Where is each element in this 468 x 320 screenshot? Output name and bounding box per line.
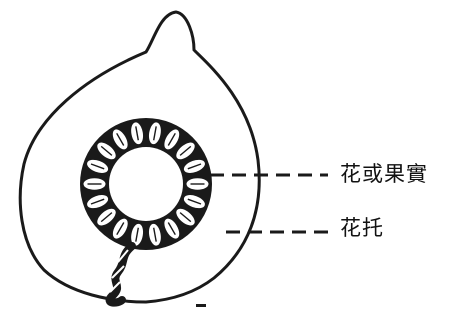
ring-inner-hole [109, 147, 183, 221]
flower-ring [80, 118, 212, 250]
stem-tail [110, 246, 132, 303]
label-receptacle: 花托 [340, 218, 384, 239]
label-flower-or-fruit: 花或果實 [340, 164, 428, 185]
scale-mark [196, 304, 206, 307]
